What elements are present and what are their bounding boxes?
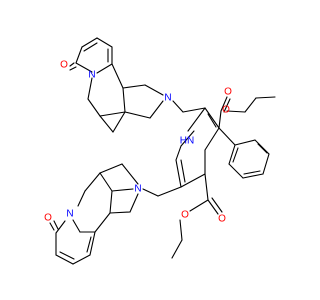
bond [180, 159, 186, 183]
bond [83, 42, 98, 52]
bond [189, 199, 209, 212]
atom-label-oxygen-ester-lower-ether: O [181, 210, 189, 221]
bond [84, 172, 101, 192]
bond [53, 220, 59, 230]
bond [244, 97, 257, 113]
bond [223, 98, 231, 113]
bond [111, 188, 134, 192]
bond [254, 139, 270, 155]
atom-label-nitrogen-lower-pyridone: N [66, 209, 73, 220]
bond [75, 46, 83, 64]
bond [171, 239, 183, 259]
bond [124, 111, 151, 119]
bond [175, 145, 182, 161]
bond [81, 37, 98, 48]
bond [99, 111, 126, 117]
bond [96, 37, 113, 48]
bond [242, 173, 264, 179]
bond-network [49, 37, 276, 265]
bond [262, 153, 270, 175]
bond [180, 130, 195, 147]
bond [207, 199, 219, 215]
bond [218, 110, 222, 129]
bond [99, 163, 123, 174]
bond [129, 193, 139, 213]
bond [121, 163, 139, 185]
bond [96, 63, 113, 74]
bond [112, 111, 126, 133]
bond [204, 107, 220, 129]
atom-label-nitrogen-lower-amine: N [134, 184, 141, 195]
bond [179, 219, 183, 241]
bond [109, 190, 113, 214]
bond [111, 63, 124, 89]
bond [228, 163, 244, 179]
atom-label-nitrogen-dihydropyridine: HN [180, 136, 194, 147]
bond [72, 219, 81, 233]
bond [99, 115, 114, 133]
bond [77, 190, 86, 207]
bond [122, 87, 126, 113]
bond [157, 186, 182, 197]
bond [109, 211, 131, 214]
bond [257, 143, 268, 154]
bond [211, 197, 223, 213]
bond [226, 110, 246, 113]
bond [87, 98, 101, 117]
atom-label-oxygen-ester-upper-ether: O [224, 87, 232, 98]
bond [182, 107, 206, 113]
atom-label-nitrogen-upper-pyridone: N [88, 70, 95, 81]
bond [204, 127, 220, 151]
bond [180, 173, 206, 188]
bond [172, 100, 184, 113]
bond [144, 84, 164, 96]
bond [69, 62, 75, 67]
bond [149, 100, 164, 119]
bond [255, 96, 276, 99]
bond [59, 251, 75, 260]
atom-label-nitrogen-upper-amine: N [164, 93, 171, 104]
bond [228, 144, 236, 165]
bond [218, 127, 236, 146]
bond [69, 66, 77, 71]
bond [142, 188, 159, 197]
bond [87, 77, 93, 100]
bond [243, 170, 261, 175]
bond [55, 254, 74, 265]
bond [94, 212, 111, 233]
atom-label-oxygen-ester-lower-carbonyl: O [218, 214, 226, 225]
bond [175, 159, 182, 188]
bond [204, 173, 209, 201]
atom-label-oxygen-ester-upper-carbonyl: O [222, 105, 230, 116]
bond [122, 84, 146, 89]
bond [86, 236, 92, 253]
atom-label-oxygen-lower-lactam: O [44, 213, 52, 224]
bond [232, 147, 239, 163]
atom-labels: O N N O O HN N O N O O [44, 60, 232, 225]
bond [55, 220, 66, 234]
bond [99, 172, 113, 192]
atom-label-oxygen-upper-lactam: O [60, 60, 68, 71]
bond [89, 231, 96, 256]
molecule-diagram: O N N O O HN N O N O O [44, 37, 276, 265]
bond [187, 107, 206, 132]
bond [207, 113, 217, 128]
bond [49, 222, 55, 231]
bond [220, 96, 228, 112]
bond [234, 139, 256, 146]
bond [75, 62, 93, 73]
molecule-structure: O N N O O HN N O N O O [44, 37, 276, 265]
bond [72, 254, 91, 265]
